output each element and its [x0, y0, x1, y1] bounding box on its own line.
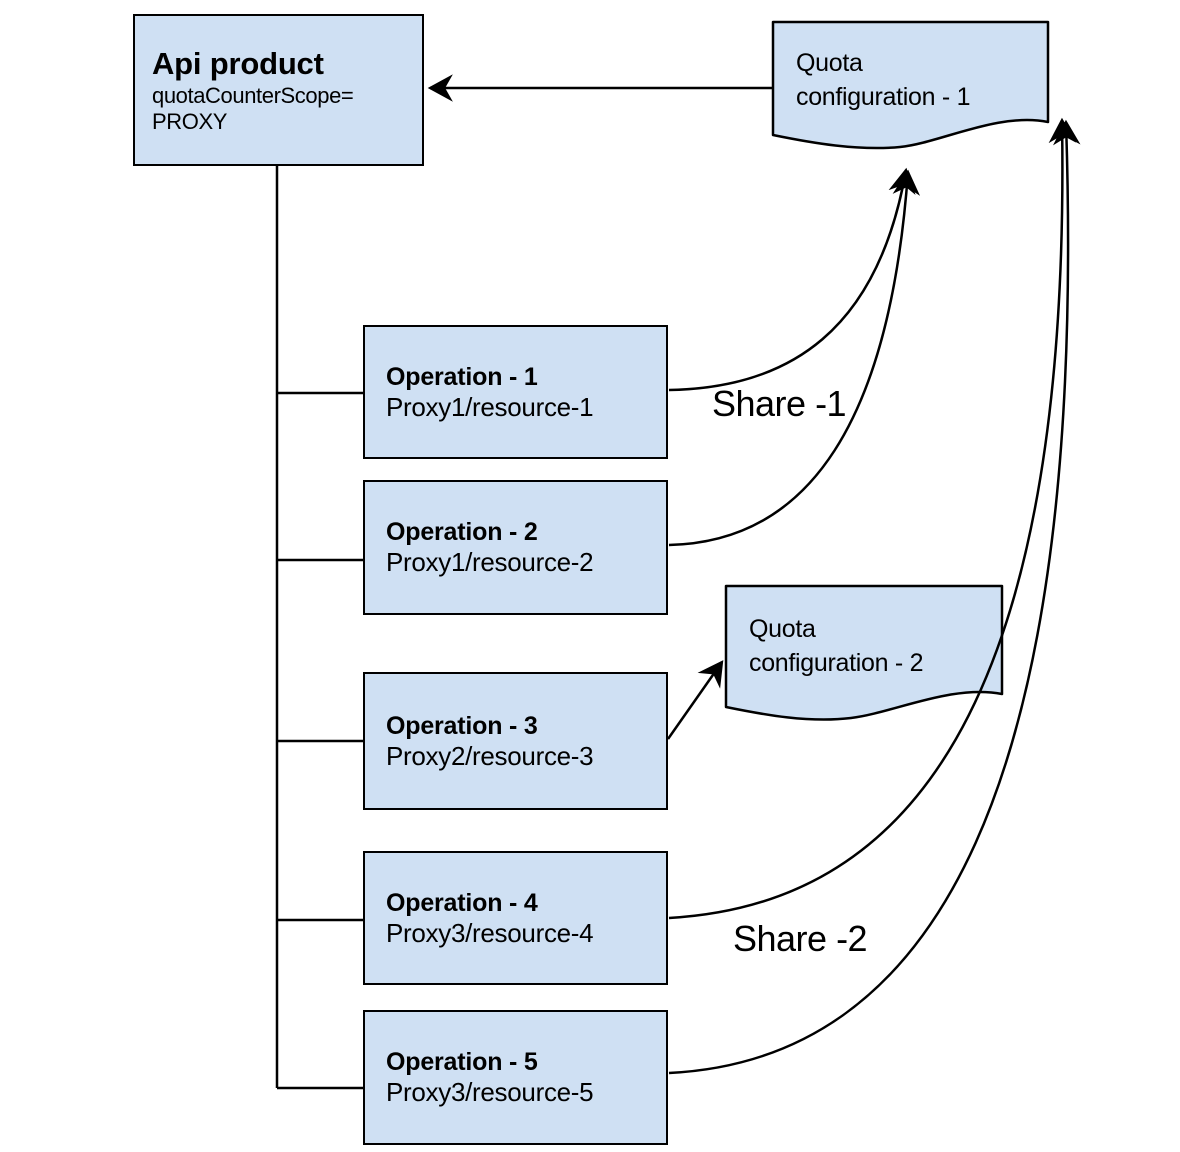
- edge-operation-1-to-quota1: [668, 167, 916, 392]
- edge-operation-2-to-quota1: [668, 169, 921, 547]
- api-product-attribute-value: PROXY: [152, 108, 228, 134]
- edge-label-share-1: Share -1: [712, 383, 847, 424]
- quota-config-1-line1: Quota: [796, 49, 863, 78]
- edge-label-share-2: Share -2: [733, 918, 868, 959]
- quota-config-2-line2: configuration - 2: [749, 649, 924, 677]
- node-quota-configuration-1[interactable]: Quota configuration - 1: [773, 22, 1048, 140]
- edge-operation-4-to-quota1: [668, 117, 1077, 920]
- operation-1-title: Operation - 1: [386, 362, 538, 391]
- quota-config-2-shape[interactable]: [724, 584, 1004, 721]
- node-operation-4[interactable]: Operation - 4 Proxy3/resource-4: [363, 851, 668, 985]
- api-product-attribute: quotaCounterScope=: [152, 82, 354, 108]
- operation-4-title: Operation - 4: [386, 888, 538, 917]
- operation-2-title: Operation - 2: [386, 518, 538, 547]
- operation-1-path: Proxy1/resource-1: [386, 391, 594, 422]
- quota-config-2-line1: Quota: [749, 615, 816, 644]
- edge-operation-3-to-quota2: [666, 660, 724, 740]
- node-api-product[interactable]: Api product quotaCounterScope= PROXY: [133, 14, 424, 166]
- node-operation-5[interactable]: Operation - 5 Proxy3/resource-5: [363, 1010, 668, 1145]
- operation-2-path: Proxy1/resource-2: [386, 547, 594, 578]
- operation-3-title: Operation - 3: [386, 711, 538, 740]
- node-operation-3[interactable]: Operation - 3 Proxy2/resource-3: [363, 672, 668, 810]
- quota-config-1-shape[interactable]: [771, 20, 1050, 150]
- api-product-title: Api product: [152, 46, 324, 82]
- node-quota-configuration-2[interactable]: Quota configuration - 2: [726, 586, 1002, 708]
- operation-5-title: Operation - 5: [386, 1048, 538, 1077]
- operation-3-path: Proxy2/resource-3: [386, 740, 594, 771]
- operation-5-path: Proxy3/resource-5: [386, 1077, 594, 1108]
- node-operation-1[interactable]: Operation - 1 Proxy1/resource-1: [363, 325, 668, 459]
- node-operation-2[interactable]: Operation - 2 Proxy1/resource-2: [363, 480, 668, 615]
- edge-operation-5-to-quota1: [668, 119, 1081, 1075]
- quota-config-1-line2: configuration - 1: [796, 83, 971, 111]
- operation-4-path: Proxy3/resource-4: [386, 917, 594, 948]
